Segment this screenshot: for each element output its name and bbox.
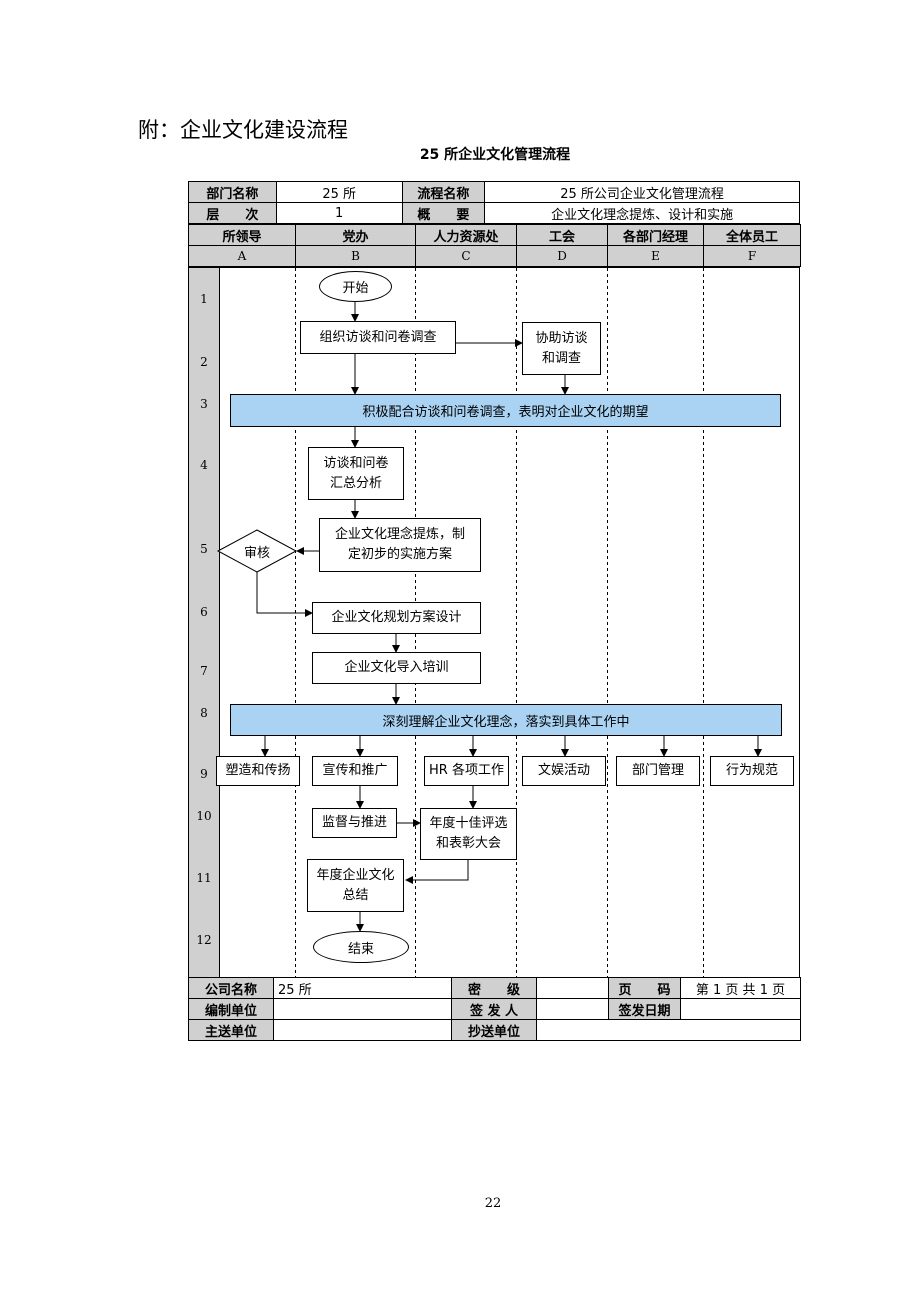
- header-table: 部门名称 25 所 流程名称 25 所公司企业文化管理流程 层 次 1 概 要 …: [188, 181, 800, 224]
- main-send-value: [273, 1019, 452, 1041]
- understand-banner: 深刻理解企业文化理念，落实到具体工作中: [230, 704, 782, 736]
- compile-label: 编制单位: [188, 998, 274, 1020]
- interview-survey-node: 组织访谈和问卷调查: [300, 321, 456, 354]
- row-number-10: 10: [196, 809, 212, 823]
- row-number-7: 7: [200, 664, 208, 678]
- cc-value: [536, 1019, 801, 1041]
- company-value: 25 所: [273, 977, 452, 999]
- secret-label: 密 级: [451, 977, 537, 999]
- lane-letter-d: D: [516, 245, 608, 267]
- company-label: 公司名称: [188, 977, 274, 999]
- dept-name-label: 部门名称: [188, 181, 277, 203]
- flow-frame: [188, 267, 800, 978]
- level-value: 1: [275, 202, 403, 224]
- page-number: 22: [484, 1196, 502, 1211]
- annual-award-node: 年度十佳评选 和表彰大会: [420, 808, 517, 860]
- row-number-2: 2: [200, 355, 208, 369]
- end-node: 结束: [313, 931, 409, 963]
- sign-date-label: 签发日期: [608, 998, 681, 1020]
- secret-value: [536, 977, 609, 999]
- summary-label: 概 要: [401, 202, 486, 224]
- review-label: 审核: [243, 546, 270, 561]
- page-label: 页 码: [608, 977, 681, 999]
- section-title: 附：企业文化建设流程: [138, 118, 348, 142]
- cooperate-banner: 积极配合访谈和问卷调查，表明对企业文化的期望: [230, 394, 781, 427]
- row-number-6: 6: [200, 605, 208, 619]
- row-number-12: 12: [196, 933, 212, 947]
- signer-label: 签 发 人: [451, 998, 537, 1020]
- shape-spread-node: 塑造和传扬: [216, 756, 300, 786]
- lane-name-c: 人力资源处: [415, 224, 517, 246]
- refine-concept-node: 企业文化理念提炼，制 定初步的实施方案: [319, 518, 481, 572]
- hr-work-node: HR 各项工作: [424, 756, 509, 786]
- level-label: 层 次: [188, 202, 277, 224]
- compile-value: [273, 998, 452, 1020]
- lane-letter-c: C: [415, 245, 517, 267]
- assist-survey-node: 协助访谈 和调查: [522, 322, 601, 375]
- cc-label: 抄送单位: [451, 1019, 537, 1041]
- annual-summary-node: 年度企业文化 总结: [307, 859, 404, 912]
- footer-table: 公司名称 25 所 密 级 页 码 第 1 页 共 1 页 编制单位 签 发 人…: [188, 977, 801, 1041]
- lane-letter-f: F: [703, 245, 801, 267]
- sign-date-value: [680, 998, 801, 1020]
- page-value: 第 1 页 共 1 页: [680, 977, 801, 999]
- row-number-9: 9: [200, 767, 208, 781]
- start-node: 开始: [319, 271, 392, 302]
- lane-name-e: 各部门经理: [607, 224, 704, 246]
- behavior-node: 行为规范: [710, 756, 794, 786]
- training-node: 企业文化导入培训: [312, 652, 481, 684]
- row-number-3: 3: [200, 397, 208, 411]
- lane-name-a: 所领导: [188, 224, 296, 246]
- row-number-11: 11: [196, 871, 212, 885]
- lane-name-f: 全体员工: [703, 224, 801, 246]
- signer-value: [536, 998, 609, 1020]
- row-number-1: 1: [200, 292, 208, 306]
- main-send-label: 主送单位: [188, 1019, 274, 1041]
- supervise-node: 监督与推进: [312, 808, 397, 838]
- lane-header-table: 所领导 党办 人力资源处 工会 各部门经理 全体员工 A B C D E F: [188, 224, 801, 267]
- lane-name-d: 工会: [516, 224, 608, 246]
- dept-manage-node: 部门管理: [616, 756, 700, 786]
- publicize-node: 宣传和推广: [312, 756, 398, 786]
- lane-letter-b: B: [295, 245, 416, 267]
- connectors: [256, 302, 762, 932]
- summary-value: 企业文化理念提炼、设计和实施: [484, 202, 800, 224]
- row-number-4: 4: [200, 458, 208, 472]
- lane-letter-e: E: [607, 245, 704, 267]
- recreation-node: 文娱活动: [522, 756, 606, 786]
- row-number-8: 8: [200, 706, 208, 720]
- row-number-5: 5: [200, 542, 208, 556]
- chart-title: 25 所企业文化管理流程: [419, 147, 571, 163]
- row-number-column: [189, 268, 219, 977]
- review-diamond: [216, 529, 298, 573]
- summary-analysis-node: 访谈和问卷 汇总分析: [308, 447, 404, 500]
- plan-design-node: 企业文化规划方案设计: [312, 602, 481, 634]
